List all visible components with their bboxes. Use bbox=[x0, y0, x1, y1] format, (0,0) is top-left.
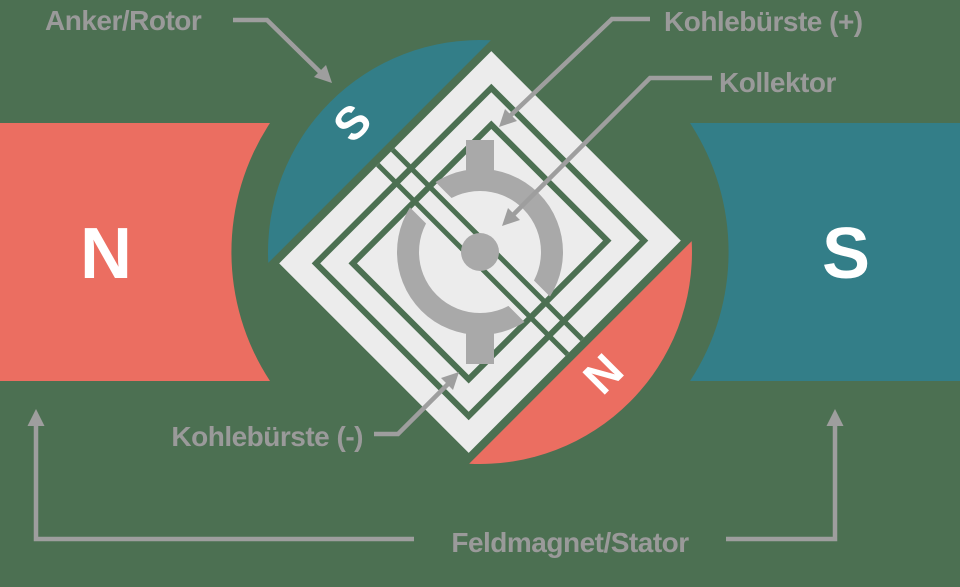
leader-kohlebuerste-plus bbox=[499, 16, 650, 127]
leader-kollektor bbox=[502, 75, 712, 226]
label-kohlebuerste-plus: Kohlebürste (+) bbox=[664, 6, 863, 37]
arrow-icon bbox=[826, 409, 844, 426]
arrow-icon bbox=[314, 65, 332, 83]
brush-bottom bbox=[466, 331, 494, 364]
feldmagnet-bracket-left bbox=[33, 425, 414, 542]
leader-feldmagnet-stator bbox=[27, 409, 844, 542]
arrow-icon bbox=[27, 409, 45, 426]
rotor-pole-shoe-s bbox=[268, 40, 491, 263]
shaft-dot bbox=[461, 233, 499, 271]
coil-turn-gap-outer bbox=[311, 83, 649, 421]
arrow-icon bbox=[499, 109, 517, 127]
label-kohlebuerste-minus: Kohlebürste (-) bbox=[171, 421, 363, 452]
stator-left-pole-letter: N bbox=[80, 214, 132, 294]
stator-magnet-left-body bbox=[0, 123, 270, 381]
leader-kohlebuerste-plus-line bbox=[508, 16, 650, 118]
stator-magnet-right-body bbox=[690, 123, 960, 381]
arrow-icon bbox=[502, 208, 520, 226]
leader-anker-rotor-line bbox=[233, 17, 323, 75]
stator-right-pole-letter: S bbox=[822, 214, 870, 294]
leader-kohlebuerste-minus-line bbox=[374, 382, 450, 437]
feldmagnet-bracket-right bbox=[726, 425, 838, 542]
leader-kohlebuerste-minus bbox=[374, 372, 459, 437]
commutator-ring bbox=[397, 169, 563, 335]
leader-anker-rotor bbox=[233, 17, 332, 83]
brush-top bbox=[466, 140, 494, 173]
rotor-pole-shoe-n bbox=[469, 241, 692, 464]
label-feldmagnet-stator: Feldmagnet/Stator bbox=[451, 527, 689, 558]
arrow-icon bbox=[441, 372, 459, 390]
label-anker-rotor: Anker/Rotor bbox=[45, 5, 202, 36]
stator-magnet-right: S bbox=[690, 123, 960, 381]
leader-kollektor-line bbox=[511, 75, 712, 217]
label-kollektor: Kollektor bbox=[719, 67, 836, 98]
stator-magnet-left: N bbox=[0, 123, 270, 381]
